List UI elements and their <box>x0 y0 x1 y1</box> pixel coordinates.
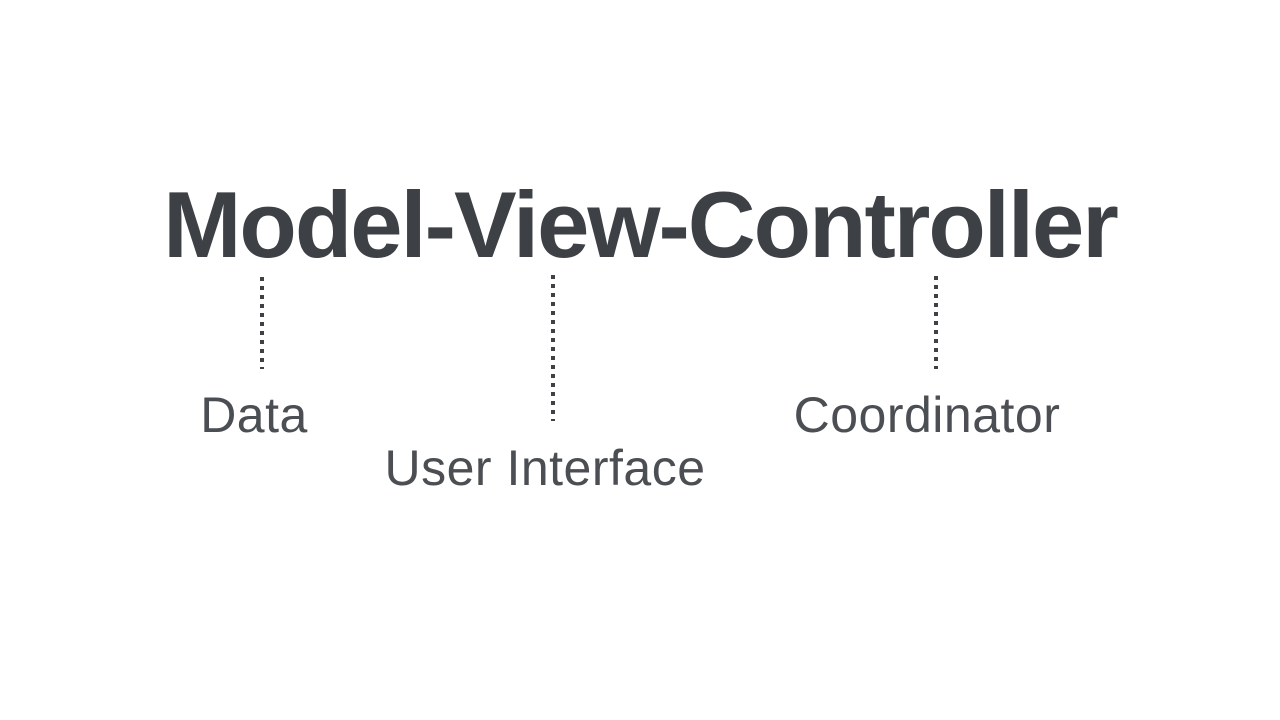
dotted-connector-controller <box>934 276 938 369</box>
dotted-connector-view <box>551 275 555 421</box>
label-view-user-interface: User Interface <box>384 440 706 496</box>
label-controller-coordinator: Coordinator <box>793 387 1061 443</box>
label-model-data: Data <box>200 387 308 443</box>
page-title: Model-View-Controller <box>163 172 1119 277</box>
dotted-connector-model <box>260 277 264 369</box>
